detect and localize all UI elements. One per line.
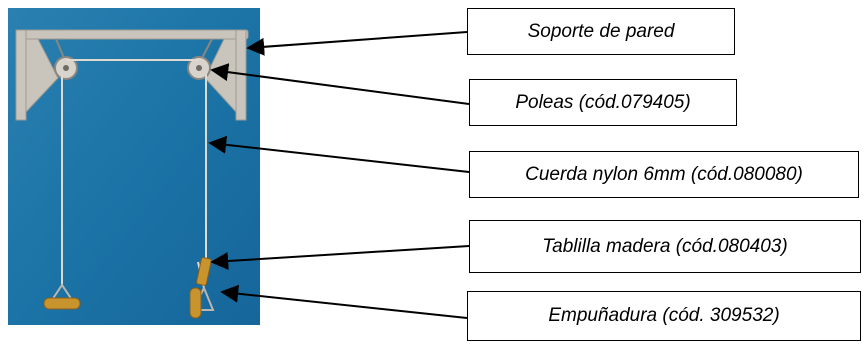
arrow-pulleys bbox=[210, 63, 470, 105]
arrow-wooden-slat bbox=[210, 245, 470, 270]
left-grip bbox=[43, 297, 81, 310]
left-handle bbox=[43, 283, 81, 310]
wooden-slat bbox=[196, 257, 212, 286]
right-handle bbox=[189, 285, 215, 319]
left-pulley-chain bbox=[55, 38, 65, 59]
bracket-top-bar bbox=[15, 29, 249, 40]
bracket-left-arm bbox=[15, 29, 27, 121]
right-pulley-chain bbox=[201, 38, 213, 59]
right-grip bbox=[189, 287, 202, 319]
arrow-rope bbox=[208, 135, 470, 173]
label-wall-bracket: Soporte de pared bbox=[467, 8, 735, 55]
arrow-grip bbox=[220, 284, 468, 319]
right-pulley-hub bbox=[196, 65, 202, 71]
label-pulleys: Poleas (cód.079405) bbox=[469, 79, 737, 126]
label-wooden-slat: Tablilla madera (cód.080403) bbox=[469, 220, 861, 273]
pointer-arrows bbox=[208, 31, 470, 319]
label-nylon-rope: Cuerda nylon 6mm (cód.080080) bbox=[469, 151, 859, 198]
arrow-wall-bracket bbox=[246, 31, 468, 56]
bracket-left-brace bbox=[25, 38, 59, 114]
left-pulley-hub bbox=[63, 65, 69, 71]
wall-bracket bbox=[15, 29, 249, 121]
label-grip: Empuñadura (cód. 309532) bbox=[467, 291, 861, 341]
nylon-rope bbox=[61, 59, 207, 289]
product-photo bbox=[8, 8, 260, 325]
